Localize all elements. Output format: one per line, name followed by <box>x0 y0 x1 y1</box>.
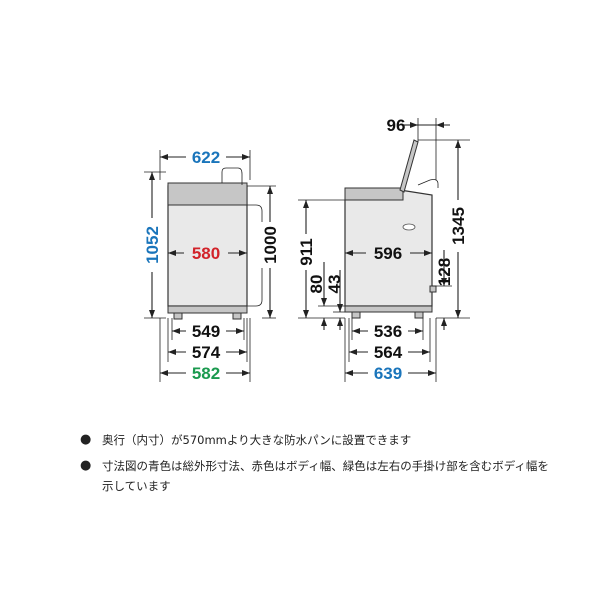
side-height-label: 911 <box>297 238 316 265</box>
front-view: 622 1052 580 1000 549 <box>140 146 280 383</box>
side-depth-total-label: 639 <box>374 364 402 383</box>
side-inlet-height-label: 80 <box>307 275 326 294</box>
front-base-inner-label: 549 <box>192 322 220 341</box>
side-hose-height-label: 128 <box>435 258 454 286</box>
note-text: 寸法図の青色は総外形寸法、赤色はボディ幅、緑色は左右の手掛け部を含むボディ幅を示… <box>102 459 549 493</box>
front-top-panel <box>167 182 248 206</box>
side-base <box>344 305 433 313</box>
side-inlet <box>402 223 416 231</box>
side-lid-depth-label: 96 <box>387 116 406 135</box>
note-item: ● 寸法図の青色は総外形寸法、赤色はボディ幅、緑色は左右の手掛け部を含むボディ幅… <box>80 456 550 496</box>
notes-list: ● 奥行（内寸）が570mmより大きな防水パンに設置できます ● 寸法図の青色は… <box>80 430 550 502</box>
front-base-mid-label: 574 <box>192 343 221 362</box>
bullet-icon: ● <box>80 458 92 473</box>
side-body-depth-label: 596 <box>374 244 402 263</box>
side-base-inner-label: 536 <box>374 322 402 341</box>
front-body-width-label: 580 <box>192 244 220 263</box>
note-item: ● 奥行（内寸）が570mmより大きな防水パンに設置できます <box>80 430 550 450</box>
front-body-height-label: 1000 <box>261 226 280 264</box>
side-height-open-label: 1345 <box>449 207 468 245</box>
front-hose <box>221 167 243 185</box>
side-top-panel <box>344 187 404 201</box>
side-view: 96 1345 911 596 128 <box>295 116 470 383</box>
note-text: 奥行（内寸）が570mmより大きな防水パンに設置できます <box>102 433 412 447</box>
front-base <box>167 305 248 314</box>
side-foot-height-label: 43 <box>325 275 344 294</box>
front-handles-width-label: 582 <box>192 364 220 383</box>
side-open-lid <box>399 139 419 193</box>
front-foot-right <box>232 312 242 320</box>
bullet-icon: ● <box>80 432 92 447</box>
front-width-total-label: 622 <box>192 148 220 167</box>
front-height-total-label: 1052 <box>143 226 162 264</box>
side-foot-left <box>351 311 361 319</box>
side-foot-right <box>414 311 424 319</box>
side-hose <box>417 179 439 188</box>
side-base-mid-label: 564 <box>374 343 403 362</box>
front-foot-left <box>173 312 183 320</box>
